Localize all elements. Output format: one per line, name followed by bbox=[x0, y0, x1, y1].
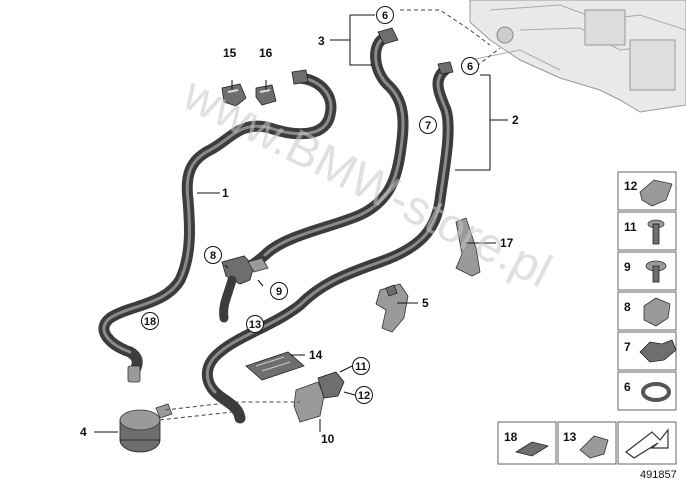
hose-3 bbox=[226, 27, 409, 278]
svg-text:6: 6 bbox=[382, 10, 388, 22]
label-4: 4 bbox=[80, 425, 87, 439]
svg-text:7: 7 bbox=[624, 340, 631, 354]
hose-2 bbox=[201, 61, 454, 424]
svg-text:11: 11 bbox=[355, 361, 367, 373]
circle-label-13: 13 bbox=[246, 315, 264, 333]
svg-text:6: 6 bbox=[624, 380, 631, 394]
leader-11 bbox=[339, 365, 353, 373]
circle-label-6-top: 6 bbox=[376, 6, 394, 24]
diagram-id: 491857 bbox=[640, 469, 677, 481]
leader-12 bbox=[343, 391, 356, 396]
svg-text:12: 12 bbox=[624, 179, 638, 193]
svg-text:9: 9 bbox=[276, 286, 282, 298]
label-5: 5 bbox=[422, 296, 429, 310]
circle-label-6-right: 6 bbox=[461, 57, 479, 75]
circle-label-7: 7 bbox=[419, 116, 437, 134]
circle-label-8: 8 bbox=[204, 246, 222, 264]
bracket-5 bbox=[375, 283, 409, 333]
legend-box-8: 8 bbox=[617, 291, 677, 331]
legend-column: 12 11 9 8 7 6 bbox=[617, 171, 677, 411]
bracket-17 bbox=[455, 217, 481, 277]
legend-bottom-row: 18 13 bbox=[497, 421, 677, 465]
label-2: 2 bbox=[512, 113, 519, 127]
svg-text:8: 8 bbox=[624, 300, 631, 314]
clip-15 bbox=[221, 83, 247, 107]
legend-box-11: 11 bbox=[617, 211, 677, 251]
circle-label-12: 12 bbox=[355, 386, 373, 404]
legend-box-12: 12 bbox=[617, 171, 677, 211]
bracket-10 bbox=[293, 371, 345, 423]
heater-unit bbox=[469, 0, 686, 113]
label-3: 3 bbox=[318, 34, 325, 48]
legend-box-7: 7 bbox=[617, 331, 677, 371]
circle-label-11: 11 bbox=[352, 357, 370, 375]
hose-1 bbox=[98, 69, 337, 383]
svg-text:18: 18 bbox=[504, 430, 518, 444]
label-16: 16 bbox=[259, 46, 273, 60]
legend-box-13: 13 bbox=[557, 421, 617, 465]
svg-text:6: 6 bbox=[467, 61, 473, 73]
legend-box-18: 18 bbox=[497, 421, 557, 465]
pad-14 bbox=[245, 351, 305, 381]
dash-connector-right bbox=[476, 47, 501, 67]
label-15: 15 bbox=[223, 46, 237, 60]
svg-text:13: 13 bbox=[249, 319, 261, 331]
clip-16 bbox=[255, 84, 277, 106]
svg-text:11: 11 bbox=[624, 220, 637, 234]
label-1: 1 bbox=[222, 186, 229, 200]
circle-label-18: 18 bbox=[141, 312, 159, 330]
svg-text:12: 12 bbox=[358, 390, 370, 402]
svg-text:7: 7 bbox=[425, 120, 431, 132]
label-17: 17 bbox=[500, 236, 514, 250]
dash-connector-pump bbox=[164, 401, 300, 411]
water-pump-4 bbox=[119, 403, 173, 453]
connector-8-9 bbox=[219, 255, 269, 323]
label-14: 14 bbox=[309, 348, 323, 362]
svg-text:8: 8 bbox=[210, 250, 216, 262]
legend-box-arrow bbox=[617, 421, 677, 465]
circle-label-9: 9 bbox=[270, 282, 288, 300]
svg-text:18: 18 bbox=[144, 316, 156, 328]
legend-box-6: 6 bbox=[617, 371, 677, 411]
label-10: 10 bbox=[321, 432, 335, 446]
svg-text:9: 9 bbox=[624, 260, 631, 274]
dash-connector-top bbox=[400, 9, 491, 46]
leader-lines bbox=[94, 14, 508, 433]
arrow-icon bbox=[625, 428, 669, 459]
legend-box-9: 9 bbox=[617, 251, 677, 291]
dash-connector-pump-2 bbox=[159, 411, 233, 421]
svg-text:13: 13 bbox=[563, 430, 577, 444]
